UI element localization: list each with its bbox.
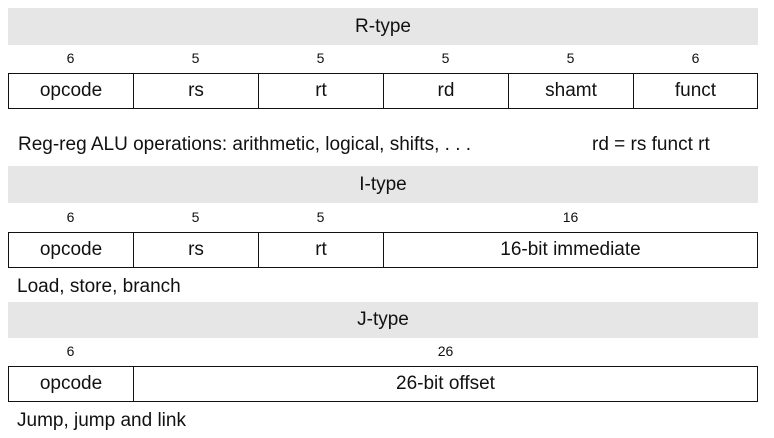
j-type-header: J-type (8, 302, 758, 338)
bit-width: 16 (562, 209, 579, 225)
field-rs: rs (133, 73, 259, 109)
field-opcode: opcode (8, 232, 134, 268)
i-type-header: I-type (8, 166, 758, 203)
j-type-format: opcode 26-bit offset (8, 366, 758, 402)
field-rt: rt (258, 232, 384, 268)
bit-width: 6 (691, 50, 700, 66)
j-type-bit-widths: 6 26 (8, 341, 758, 361)
i-type-description: Load, store, branch (17, 276, 181, 297)
r-type-description: Reg-reg ALU operations: arithmetic, logi… (18, 134, 472, 155)
field-rd: rd (383, 73, 509, 109)
field-rs: rs (133, 232, 259, 268)
field-immediate: 16-bit immediate (383, 232, 758, 268)
bit-width: 6 (66, 50, 75, 66)
i-type-title: I-type (359, 173, 407, 195)
j-type-title: J-type (357, 309, 409, 330)
bit-width: 26 (437, 343, 454, 359)
r-type-format: opcode rs rt rd shamt funct (8, 73, 758, 109)
r-type-header: R-type (8, 8, 758, 45)
i-type-format: opcode rs rt 16-bit immediate (8, 232, 758, 268)
field-opcode: opcode (8, 366, 134, 402)
bit-width: 5 (316, 209, 325, 225)
bit-width: 6 (66, 343, 75, 359)
j-type-description: Jump, jump and link (17, 410, 186, 431)
field-offset: 26-bit offset (133, 366, 758, 402)
r-type-note: rd = rs funct rt (592, 134, 710, 155)
field-shamt: shamt (508, 73, 634, 109)
bit-width: 5 (191, 209, 200, 225)
bit-width: 5 (566, 50, 575, 66)
field-funct: funct (633, 73, 758, 109)
r-type-bit-widths: 6 5 5 5 5 6 (8, 48, 758, 68)
field-opcode: opcode (8, 73, 134, 109)
i-type-bit-widths: 6 5 5 16 (8, 207, 758, 227)
field-rt: rt (258, 73, 384, 109)
bit-width: 5 (316, 50, 325, 66)
bit-width: 5 (191, 50, 200, 66)
r-type-title: R-type (355, 15, 411, 37)
bit-width: 5 (441, 50, 450, 66)
bit-width: 6 (66, 209, 75, 225)
